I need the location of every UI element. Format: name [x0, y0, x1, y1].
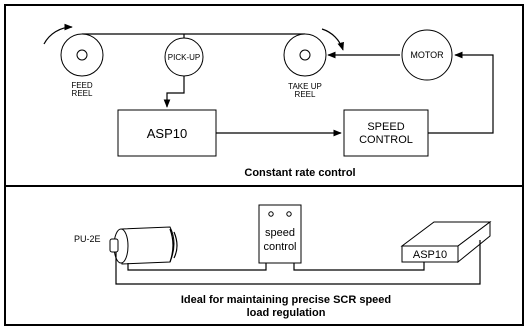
bottom-panel: PU-2E speed control ASP10 Ideal for main… — [74, 204, 492, 319]
motor: MOTOR — [401, 29, 453, 81]
pickup-sensor: PICK-UP — [164, 34, 204, 77]
takeup-reel-label-2: REEL — [295, 90, 316, 99]
speed-control-label-2: CONTROL — [359, 134, 413, 146]
asp10-box-label: ASP10 — [147, 126, 187, 141]
feed-reel-rotation-arrow — [43, 23, 73, 45]
speed-control-to-motor-arrow — [428, 51, 494, 134]
knob-left — [268, 211, 274, 217]
pickup-to-asp10-arrow — [163, 76, 185, 108]
cable-loop-outer — [115, 240, 481, 285]
cable-control-to-asp10-a — [293, 262, 425, 271]
asp10-box: ASP10 — [117, 109, 217, 157]
speed-control-unit: speed control — [258, 204, 302, 264]
asp10-device: ASP10 — [400, 221, 492, 264]
speed-control-unit-label-1: speed — [265, 227, 295, 239]
bottom-caption-line-1: Ideal for maintaining precise SCR speed — [181, 294, 391, 306]
takeup-reel-label-1: TAKE UP — [288, 82, 322, 91]
pu-2e-sensor: PU-2E — [74, 226, 178, 265]
pickup-label: PICK-UP — [168, 53, 200, 62]
asp10-device-label: ASP10 — [413, 249, 447, 261]
speed-control-unit-label-2: control — [263, 241, 296, 253]
speed-control-box: SPEED CONTROL — [343, 109, 429, 157]
outer-frame — [4, 4, 524, 326]
takeup-reel-rotation-arrow — [321, 28, 344, 51]
motor-label: MOTOR — [410, 50, 444, 60]
speed-control-label-1: SPEED — [367, 121, 404, 133]
top-caption: Constant rate control — [244, 167, 355, 179]
pu-2e-label: PU-2E — [74, 234, 101, 244]
knob-right — [286, 211, 292, 217]
feed-reel-label-1: FEED — [71, 81, 93, 90]
bottom-caption-line-2: load regulation — [247, 307, 326, 319]
top-panel: FEED REEL PICK-UP TAKE UP REEL MOTOR ASP… — [43, 23, 494, 179]
takeup-reel: TAKE UP REEL — [283, 28, 344, 99]
feed-reel: FEED REEL — [43, 23, 104, 98]
feed-reel-label-2: REEL — [72, 89, 93, 98]
cable-pu-to-control — [127, 263, 267, 271]
